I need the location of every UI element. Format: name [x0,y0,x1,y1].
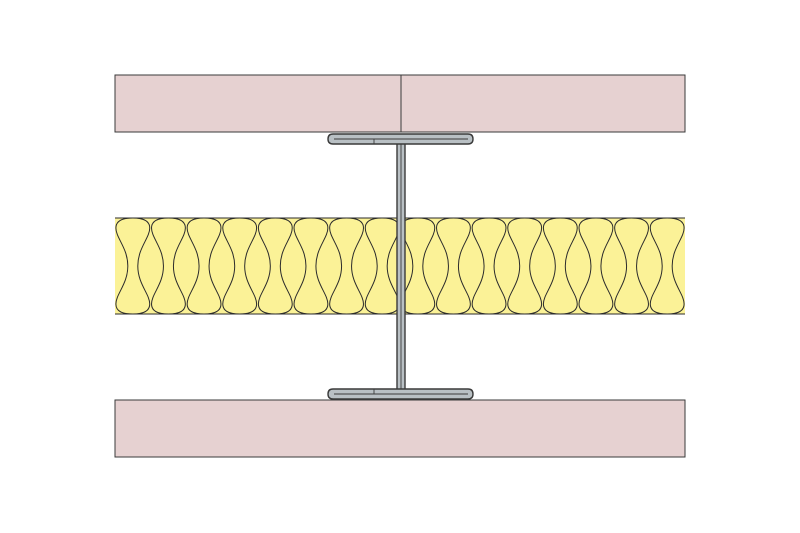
top-board-layer [114,74,686,133]
insulation-fibre-loop [222,218,258,314]
insulation-fibre-loop [471,218,507,314]
top-board-right [400,74,686,133]
insulation-fibres [115,218,685,314]
insulation-fibre-loop [436,218,471,314]
insulation-fibre-loop [364,218,400,314]
steel-stud [327,133,474,400]
insulation-fibre-loop [151,218,186,314]
insulation-fibre-loop [649,218,685,314]
bottom-board-layer [114,399,686,458]
insulation-fibre-loop [293,218,329,314]
insulation-fibre-loop [186,218,222,314]
insulation-fibre-loop [578,218,614,314]
insulation-fibre-loop [614,218,649,314]
insulation-fibre-loop [329,218,364,314]
insulation-fibre-loop [542,218,578,314]
insulation-fibre-loop [115,218,151,314]
insulation-fibre-loop [257,218,293,314]
bottom-board [114,399,686,458]
insulation-fibre-loop [507,218,543,314]
top-board-left [114,74,402,133]
